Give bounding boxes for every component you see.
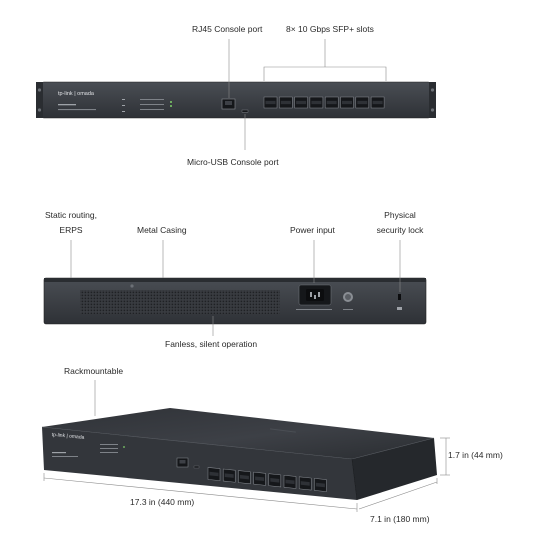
angled-sfp-slots [207,467,327,492]
front-sfp-cage-6 [342,100,352,105]
front-switch [36,81,436,119]
micro-usb-port [241,109,249,113]
front-sfp-cage-8 [372,100,383,105]
rackmountable-callout: Rackmountable [64,366,124,376]
sfp-slots-callout: 8× 10 Gbps SFP+ slots [286,24,374,34]
angled-sfp-cage-5 [270,478,280,483]
front-sfp-cage-1 [265,100,276,105]
power-inlet [296,284,332,310]
dimension-lines [43,380,450,512]
security-lock-slot [397,294,402,310]
static-routing-line1: Static routing, [45,210,97,220]
angled-sfp-cage-3 [239,474,249,480]
angled-sfp-cage-4 [255,476,265,482]
static-routing-line2: ERPS [59,225,83,235]
rj45-console-callout: RJ45 Console port [192,24,263,34]
angled-sfp-cage-7 [300,481,310,486]
front-sfp-cage-3 [296,100,307,105]
front-sfp-slots [263,96,385,109]
angled-sfp-cage-6 [285,479,295,485]
power-input-callout: Power input [290,225,335,235]
front-sfp-cage-2 [280,100,291,105]
security-lock-callout: Physical security lock [364,210,436,236]
angled-rj45-console-port [176,457,189,468]
security-lock-line1: Physical [384,210,416,220]
angled-sfp-cage-1 [209,471,219,477]
rear-leader-lines [70,240,401,336]
angled-sfp-cage-8 [315,482,325,488]
height-dimension: 1.7 in (44 mm) [448,450,503,460]
front-led-panel [122,99,172,112]
fanless-callout: Fanless, silent operation [165,339,258,349]
angled-sfp-cage-2 [224,473,234,478]
depth-dimension: 7.1 in (180 mm) [370,514,430,524]
rj45-console-port [221,98,236,110]
front-sfp-cage-7 [357,100,368,105]
vent-grille [80,290,280,314]
ground-screw [343,292,353,310]
static-routing-callout: Static routing, ERPS [38,210,104,236]
front-brand-logo: tp-link | omada [58,91,94,97]
metal-casing-callout: Metal Casing [137,225,187,235]
front-leader-lines [228,39,387,150]
front-sfp-cage-4 [311,100,322,105]
width-dimension: 17.3 in (440 mm) [130,497,195,507]
front-sfp-cage-5 [326,100,337,105]
rear-switch [43,277,427,325]
micro-usb-callout: Micro-USB Console port [187,157,279,167]
security-lock-line2: security lock [376,225,424,235]
angled-switch [41,408,437,501]
